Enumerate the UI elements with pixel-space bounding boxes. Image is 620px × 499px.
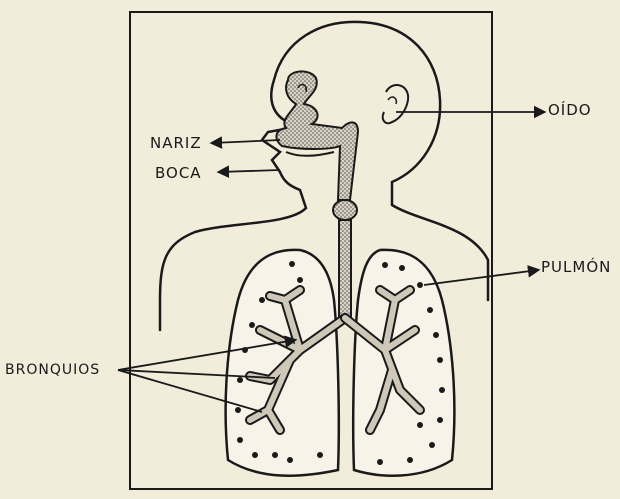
trachea — [339, 220, 351, 318]
tongue-line — [286, 152, 334, 156]
nasal-cavity — [276, 71, 358, 200]
ear — [383, 85, 408, 123]
label-pulmon: PULMÓN — [541, 260, 611, 275]
label-nariz: NARIZ — [150, 136, 202, 151]
label-oido: OÍDO — [548, 103, 592, 118]
ear-inner — [388, 97, 396, 104]
pointer-boca — [219, 170, 280, 172]
pointer-pulmon — [424, 270, 538, 285]
label-boca: BOCA — [155, 166, 202, 181]
larynx — [333, 200, 357, 220]
label-bronquios: BRONQUIOS — [5, 363, 100, 377]
pointer-nariz — [212, 140, 280, 143]
